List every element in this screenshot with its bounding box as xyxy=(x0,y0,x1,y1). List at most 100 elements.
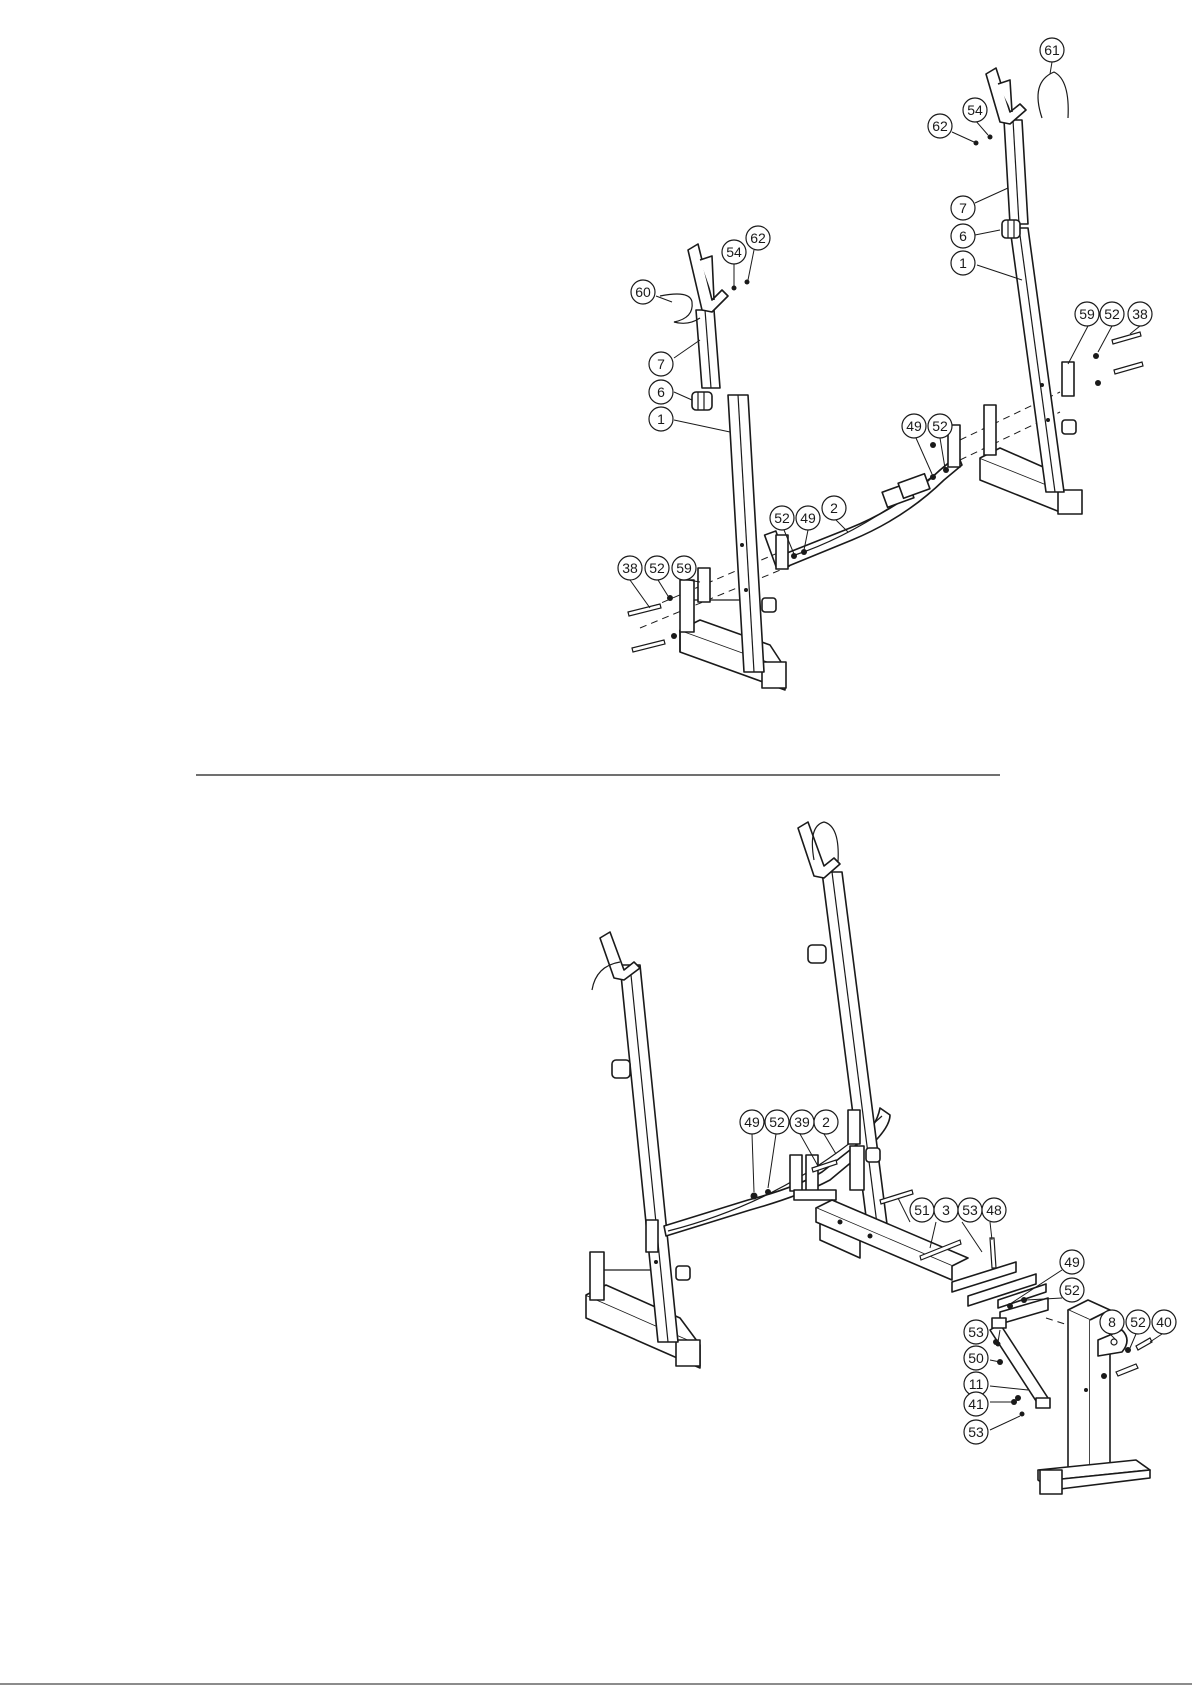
callout-top-15: 49 xyxy=(902,414,926,438)
callout-bottom-1: 52 xyxy=(765,1110,789,1134)
callout-bottom-11: 8 xyxy=(1100,1310,1124,1334)
left-bolts-part-38 xyxy=(628,595,677,652)
callout-top-19: 2 xyxy=(822,496,846,520)
right-inner-tube-part-7 xyxy=(1004,120,1028,224)
svg-text:1: 1 xyxy=(959,255,967,271)
svg-text:52: 52 xyxy=(649,560,665,576)
callout-top-9: 54 xyxy=(722,240,746,264)
right-safety-hook-part-61 xyxy=(1038,72,1068,118)
callout-bottom-16: 41 xyxy=(964,1392,988,1416)
callout-bottom-2: 39 xyxy=(790,1110,814,1134)
svg-text:52: 52 xyxy=(769,1114,785,1130)
svg-text:8: 8 xyxy=(1108,1314,1116,1330)
callout-bottom-3: 2 xyxy=(814,1110,838,1134)
callout-bottom-14: 50 xyxy=(964,1346,988,1370)
svg-text:53: 53 xyxy=(968,1324,984,1340)
svg-text:54: 54 xyxy=(726,244,742,260)
callout-top-2: 62 xyxy=(928,114,952,138)
svg-text:7: 7 xyxy=(959,200,967,216)
callout-top-3: 7 xyxy=(951,196,975,220)
callout-top-16: 52 xyxy=(928,414,952,438)
right-plate-part-59 xyxy=(1062,362,1074,396)
callout-bottom-4: 51 xyxy=(910,1198,934,1222)
svg-text:52: 52 xyxy=(774,510,790,526)
svg-text:52: 52 xyxy=(1064,1282,1080,1298)
callout-top-6: 59 xyxy=(1075,302,1099,326)
right-nut-62 xyxy=(974,141,979,146)
svg-text:3: 3 xyxy=(942,1202,950,1218)
callout-top-10: 62 xyxy=(746,226,770,250)
svg-text:40: 40 xyxy=(1156,1314,1172,1330)
callout-bottom-5: 3 xyxy=(934,1198,958,1222)
callout-bottom-10: 53 xyxy=(964,1320,988,1344)
callout-top-18: 49 xyxy=(796,506,820,530)
figure-bottom-exploded-view: 49 52 39 2 51 3 53 48 49 52 53 8 52 40 5… xyxy=(586,822,1176,1494)
callout-top-17: 52 xyxy=(770,506,794,530)
svg-text:11: 11 xyxy=(969,1376,984,1392)
left-plate-part-59 xyxy=(698,568,710,602)
washer-part-53b xyxy=(1020,1412,1025,1417)
callout-bottom-9: 52 xyxy=(1060,1278,1084,1302)
callout-bottom-17: 53 xyxy=(964,1420,988,1444)
washer-part-53 xyxy=(996,1342,1001,1347)
left-washer-54 xyxy=(732,286,737,291)
left-nut-62 xyxy=(745,280,750,285)
svg-text:38: 38 xyxy=(622,560,638,576)
nut-part-49 xyxy=(751,1193,758,1200)
svg-text:41: 41 xyxy=(968,1396,984,1412)
svg-text:59: 59 xyxy=(1079,306,1095,322)
svg-text:49: 49 xyxy=(1064,1254,1080,1270)
svg-text:49: 49 xyxy=(906,418,922,434)
svg-text:39: 39 xyxy=(794,1114,810,1130)
callout-top-4: 6 xyxy=(951,224,975,248)
right-saddle-hook xyxy=(986,68,1026,124)
callout-top-11: 60 xyxy=(631,280,655,304)
left-bracket-plate xyxy=(776,535,788,569)
svg-text:7: 7 xyxy=(657,356,665,372)
svg-text:62: 62 xyxy=(750,230,766,246)
callout-top-22: 59 xyxy=(672,556,696,580)
callout-top-13: 6 xyxy=(649,380,673,404)
svg-text:49: 49 xyxy=(744,1114,760,1130)
svg-text:53: 53 xyxy=(968,1424,984,1440)
svg-text:59: 59 xyxy=(676,560,692,576)
svg-text:52: 52 xyxy=(932,418,948,434)
callout-top-5: 1 xyxy=(951,251,975,275)
svg-text:60: 60 xyxy=(635,284,651,300)
callout-top-20: 38 xyxy=(618,556,642,580)
svg-text:51: 51 xyxy=(914,1202,930,1218)
right-bolts-part-38 xyxy=(1093,332,1143,386)
bench-foot-crossbars xyxy=(952,1262,1046,1308)
svg-text:50: 50 xyxy=(968,1350,984,1366)
callout-bottom-8: 49 xyxy=(1060,1250,1084,1274)
callout-top-12: 7 xyxy=(649,352,673,376)
right-washer-54 xyxy=(988,135,993,140)
bolt-part-48 xyxy=(990,1238,996,1268)
svg-text:6: 6 xyxy=(959,228,967,244)
left-inner-tube-part-7 xyxy=(696,310,720,388)
svg-text:1: 1 xyxy=(657,411,665,427)
washer-52 xyxy=(943,467,949,473)
left-safety-hook-part-60 xyxy=(660,294,700,323)
svg-text:2: 2 xyxy=(822,1114,830,1130)
left-pop-pin-knob-part-6 xyxy=(692,392,712,410)
nut-49 xyxy=(930,474,936,480)
svg-text:52: 52 xyxy=(1104,306,1120,322)
pin-part-51 xyxy=(880,1190,913,1204)
nut-49 xyxy=(930,442,936,448)
washer-part-52 xyxy=(765,1189,771,1195)
left-base-frame xyxy=(680,580,786,690)
callout-top-8: 38 xyxy=(1128,302,1152,326)
svg-text:49: 49 xyxy=(800,510,816,526)
svg-text:48: 48 xyxy=(986,1202,1002,1218)
svg-text:38: 38 xyxy=(1132,306,1148,322)
callout-top-0: 61 xyxy=(1040,38,1064,62)
callout-bottom-0: 49 xyxy=(740,1110,764,1134)
callout-top-1: 54 xyxy=(963,98,987,122)
callout-top-21: 52 xyxy=(645,556,669,580)
right-upright-part-1 xyxy=(1010,228,1076,492)
bottom-left-upright xyxy=(620,965,690,1342)
callout-bottom-7: 48 xyxy=(982,1198,1006,1222)
